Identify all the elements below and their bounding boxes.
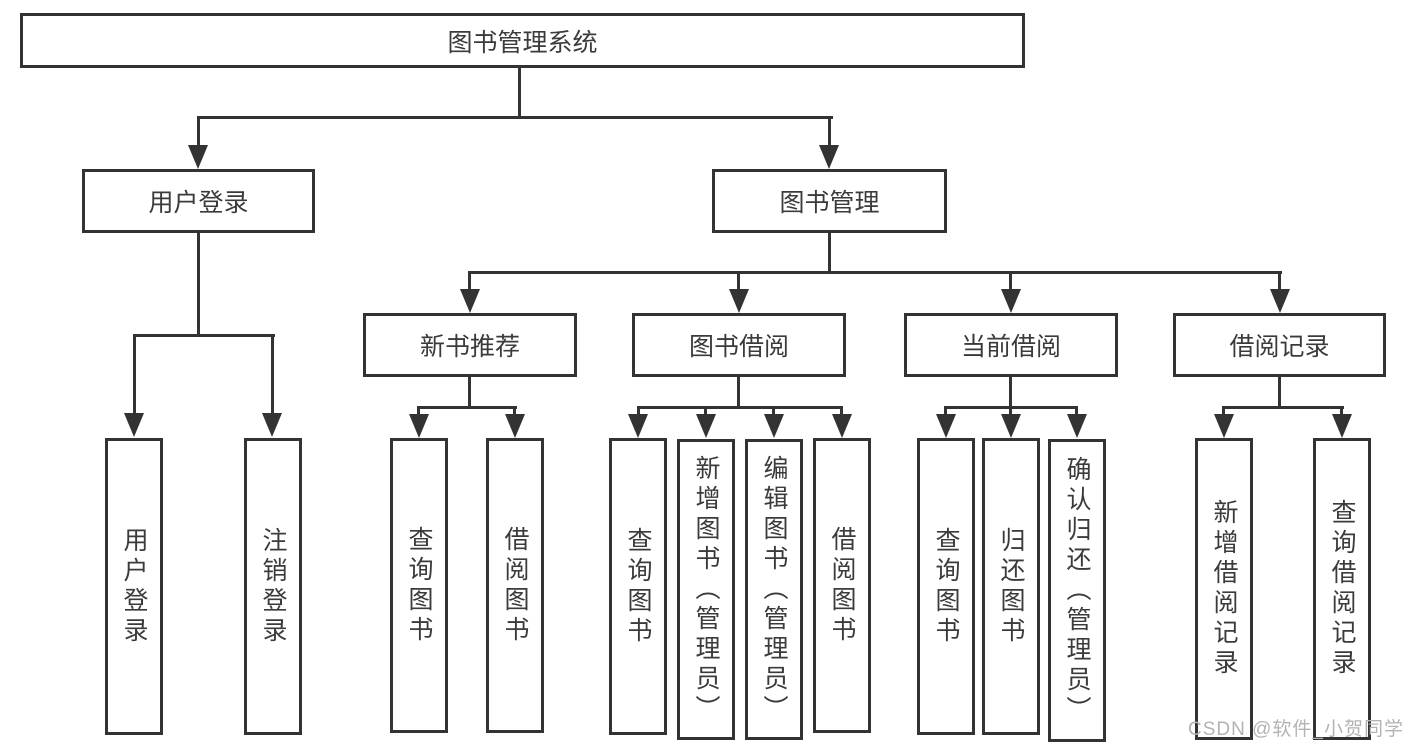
node-current-borrow: 当前借阅 (904, 313, 1118, 377)
connector-book-mgmt-drop-1 (468, 271, 471, 291)
connector-book-borrow-branch (637, 406, 843, 409)
connector-root-drop-left (197, 116, 200, 148)
connector-borrow-record-drop-1 (1222, 406, 1225, 418)
connector-book-mgmt-drop-2 (737, 271, 740, 291)
arrowhead-borrow-book-2 (832, 414, 852, 438)
connector-current-borrow-stem (1009, 377, 1012, 408)
connector-new-book-branch (417, 406, 517, 409)
connector-borrow-record-drop-2 (1340, 406, 1343, 418)
arrowhead-borrow-book-1 (505, 414, 525, 438)
node-new-book-recommend: 新书推荐 (363, 313, 577, 377)
node-book-management: 图书管理 (712, 169, 947, 233)
connector-book-borrow-drop-3 (772, 406, 775, 418)
connector-current-borrow-drop-2 (1009, 406, 1012, 418)
watermark: CSDN @软件_小贺同学 (1188, 719, 1404, 740)
arrowhead-user-login (188, 145, 208, 169)
connector-book-mgmt-stem (828, 233, 831, 274)
arrowhead-confirm-return (1067, 414, 1087, 438)
connector-book-mgmt-drop-4 (1278, 271, 1281, 291)
connector-user-login-drop-1 (133, 334, 136, 416)
leaf-confirm-return-admin: 确认归还（管理员） (1048, 439, 1106, 742)
leaf-edit-book-admin: 编辑图书（管理员） (745, 439, 803, 740)
connector-root-drop-right (828, 116, 831, 148)
arrowhead-book-borrow (729, 289, 749, 313)
arrowhead-query-borrow-record (1332, 414, 1352, 438)
leaf-query-book-3: 查询图书 (917, 438, 975, 735)
leaf-logout: 注销登录 (244, 438, 302, 735)
arrowhead-edit-book (764, 414, 784, 438)
leaf-user-login: 用户登录 (105, 438, 163, 735)
leaf-query-book-2: 查询图书 (609, 438, 667, 735)
arrowhead-borrow-record (1270, 289, 1290, 313)
leaf-add-borrow-record: 新增借阅记录 (1195, 438, 1253, 740)
arrowhead-new-book-recommend (460, 289, 480, 313)
connector-borrow-record-branch (1222, 406, 1344, 409)
connector-root-branch (197, 116, 833, 119)
leaf-return-book: 归还图书 (982, 438, 1040, 735)
connector-borrow-record-stem (1278, 377, 1281, 408)
leaf-query-borrow-record: 查询借阅记录 (1313, 438, 1371, 740)
leaf-query-book-1: 查询图书 (390, 438, 448, 733)
connector-user-login-drop-2 (271, 334, 274, 416)
arrowhead-query-book-2 (628, 414, 648, 438)
connector-book-borrow-drop-4 (840, 406, 843, 418)
leaf-add-book-admin: 新增图书（管理员） (677, 439, 735, 740)
connector-book-borrow-drop-2 (704, 406, 707, 418)
leaf-borrow-book-2: 借阅图书 (813, 438, 871, 733)
connector-book-borrow-drop-1 (637, 406, 640, 418)
arrowhead-book-management (819, 145, 839, 169)
connector-new-book-stem (468, 377, 471, 409)
connector-current-borrow-drop-1 (944, 406, 947, 418)
connector-book-mgmt-drop-3 (1009, 271, 1012, 291)
arrowhead-current-borrow (1001, 289, 1021, 313)
node-borrow-record: 借阅记录 (1173, 313, 1386, 377)
arrowhead-leaf-logout (262, 413, 282, 437)
connector-root-stem (518, 68, 521, 118)
arrowhead-leaf-user-login (124, 413, 144, 437)
connector-book-mgmt-branch (468, 271, 1282, 274)
connector-book-borrow-stem (737, 377, 740, 408)
connector-current-borrow-drop-3 (1075, 406, 1078, 418)
arrowhead-query-book-3 (936, 414, 956, 438)
connector-new-book-drop-2 (513, 406, 516, 418)
arrowhead-return-book (1001, 414, 1021, 438)
arrowhead-query-book-1 (409, 414, 429, 438)
arrowhead-add-borrow-record (1214, 414, 1234, 438)
connector-user-login-branch (133, 334, 275, 337)
connector-new-book-drop-1 (417, 406, 420, 418)
leaf-borrow-book-1: 借阅图书 (486, 438, 544, 733)
connector-user-login-stem (197, 233, 200, 336)
node-book-borrow: 图书借阅 (632, 313, 846, 377)
node-user-login: 用户登录 (82, 169, 315, 233)
arrowhead-add-book (696, 414, 716, 438)
node-library-system: 图书管理系统 (20, 13, 1025, 68)
